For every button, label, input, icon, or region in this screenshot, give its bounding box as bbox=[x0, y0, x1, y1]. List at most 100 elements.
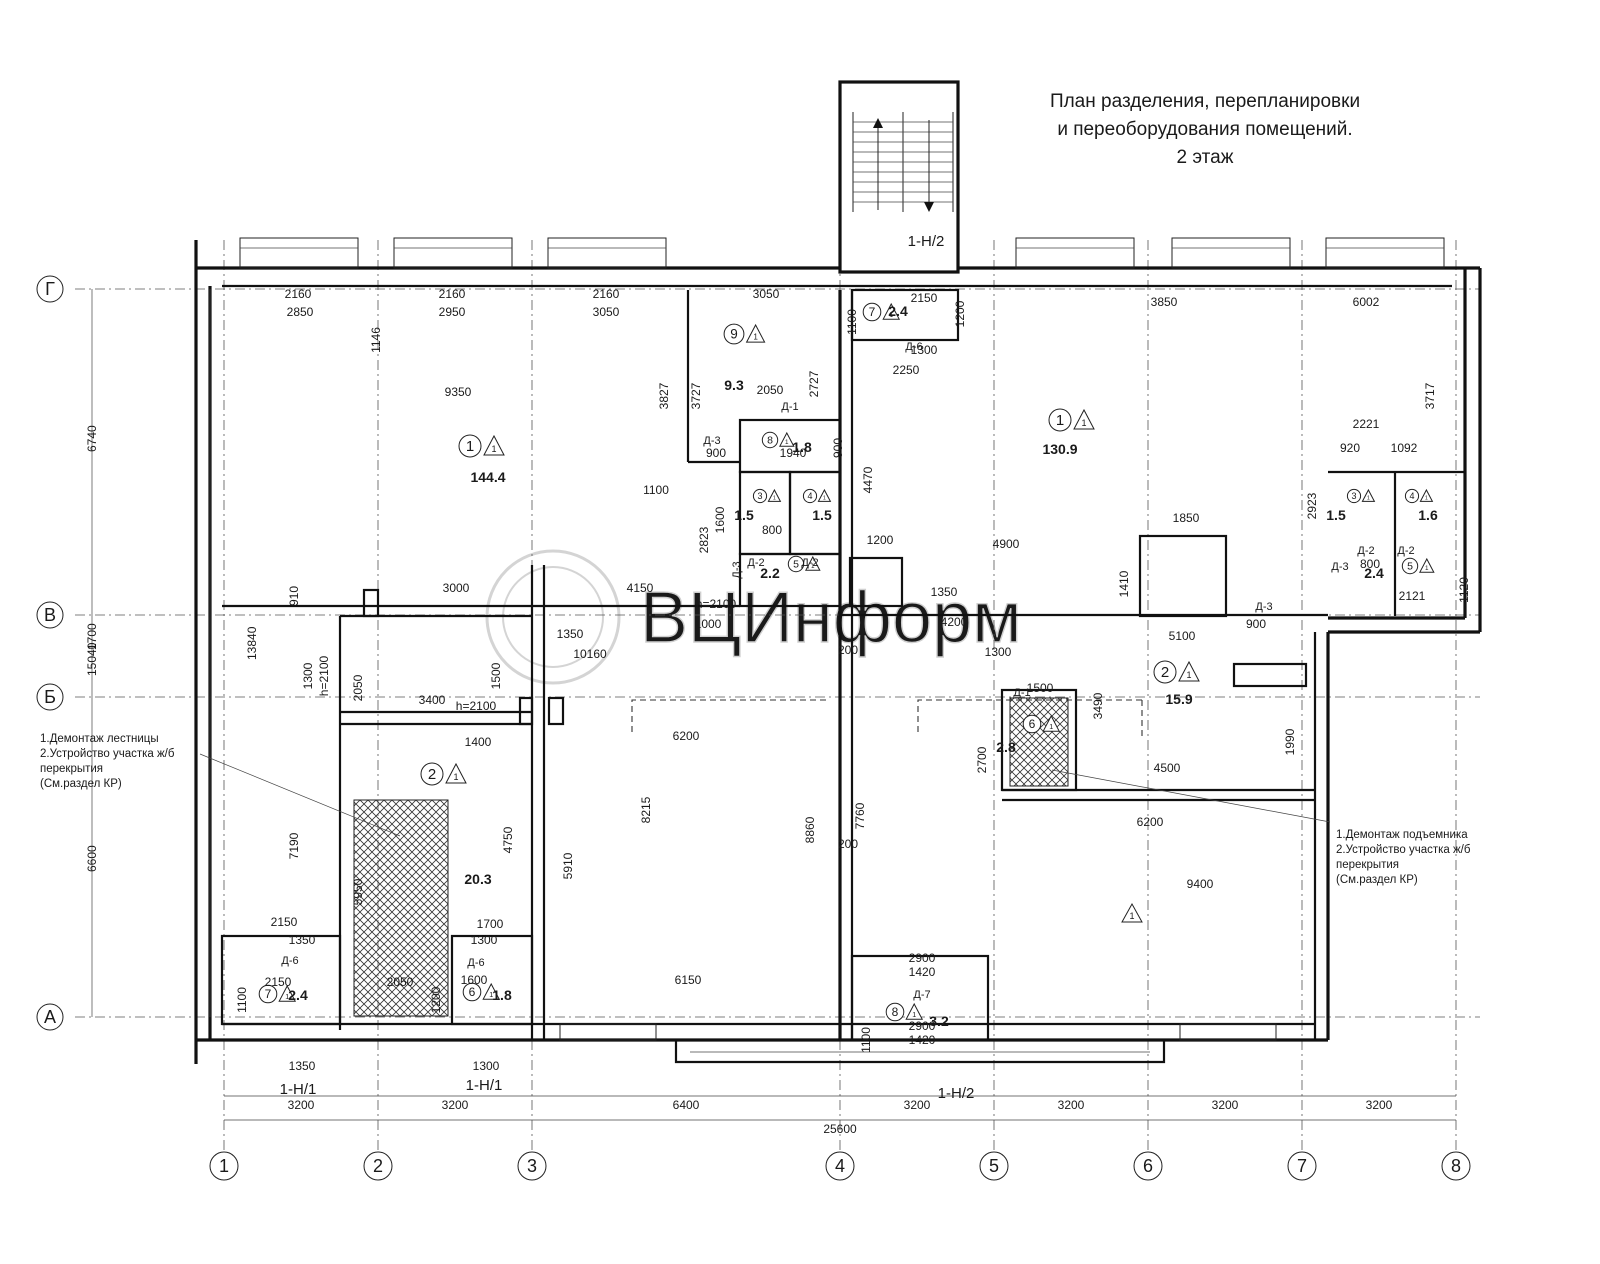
note-leaders bbox=[199, 753, 1331, 837]
room-number-circle bbox=[802, 488, 818, 504]
revision-mark: 1 bbox=[1186, 670, 1191, 680]
title-line-3: 2 этаж bbox=[1177, 147, 1234, 168]
dimension-label: 1350 bbox=[289, 933, 316, 947]
staircase bbox=[838, 80, 960, 274]
vertical-dim-label: 6600 bbox=[85, 845, 99, 872]
axis-column-bubble bbox=[517, 1151, 547, 1181]
revision-mark: 1 bbox=[912, 1010, 916, 1019]
dimension-label: 3050 bbox=[593, 305, 620, 319]
dimension-label: 1600 bbox=[461, 973, 488, 987]
dimension-label: 3400 bbox=[419, 693, 446, 707]
dimension-label: 4900 bbox=[993, 537, 1020, 551]
revision-triangle bbox=[905, 1002, 924, 1020]
revision-mark: 1 bbox=[889, 310, 893, 319]
dimension-label: 3717 bbox=[1423, 382, 1437, 409]
interior-walls bbox=[220, 288, 1465, 1042]
dimension-label: 2950 bbox=[439, 305, 466, 319]
axis-row-bubble bbox=[36, 683, 64, 711]
room-number-circle bbox=[752, 488, 768, 504]
door-tag: Д-2 bbox=[1357, 545, 1374, 557]
axis-column-label: 8 bbox=[1451, 1156, 1461, 1176]
dashed-lines bbox=[631, 699, 1143, 738]
room-area: 1.5 bbox=[1326, 507, 1346, 523]
dimension-label: 3827 bbox=[657, 382, 671, 409]
dimension-label: 4200 bbox=[941, 615, 968, 629]
dimension-label: 200 bbox=[838, 643, 858, 657]
note-left-line: 1.Демонтаж лестницы bbox=[40, 733, 159, 745]
revision-triangle bbox=[1178, 660, 1200, 682]
note-left-line: 2.Устройство участка ж/б bbox=[40, 748, 175, 760]
dimension-label: 1200 bbox=[953, 300, 967, 327]
axis-row-label: В bbox=[44, 605, 56, 625]
room-number-circle bbox=[1404, 488, 1420, 504]
dimension-label: 6200 bbox=[673, 729, 700, 743]
note-right-line: (См.раздел КР) bbox=[1336, 874, 1418, 886]
dimension-label: 9350 bbox=[445, 385, 472, 399]
bottom-span-label: 3200 bbox=[1366, 1098, 1393, 1112]
revision-mark: 1 bbox=[1425, 496, 1428, 502]
revision-mark: 1 bbox=[453, 772, 458, 782]
axis-column-bubble bbox=[1441, 1151, 1471, 1181]
vertical-dim-label: 15040 bbox=[85, 642, 99, 676]
exit-label: 1-Н/2 bbox=[908, 233, 945, 250]
dimension-label: 1200 bbox=[429, 986, 443, 1013]
bottom-span-label: 3200 bbox=[1058, 1098, 1085, 1112]
dimension-label: 800 bbox=[762, 523, 782, 537]
dimension-label: 2923 bbox=[1305, 492, 1319, 519]
dimension-label: 1120 bbox=[1457, 577, 1471, 603]
note-right-line: 1.Демонтаж подъемника bbox=[1336, 829, 1468, 841]
revision-triangle bbox=[482, 982, 501, 1000]
dimension-label: 2900 bbox=[909, 1019, 936, 1033]
room-area: 1.6 bbox=[1418, 507, 1438, 523]
dimension-label: 6150 bbox=[675, 973, 702, 987]
dimension-label: 1300 bbox=[911, 343, 938, 357]
vertical-dim-label: 1700 bbox=[85, 623, 99, 650]
door-tag: Д-3 bbox=[1255, 601, 1272, 613]
room-number-circle bbox=[1022, 714, 1042, 734]
room-number-circle bbox=[420, 762, 444, 786]
dimension-label: 1300 bbox=[985, 645, 1012, 659]
bottom-span-label: 3200 bbox=[288, 1098, 315, 1112]
revision-mark: 1 bbox=[1367, 496, 1370, 502]
dimension-label: 3000 bbox=[443, 581, 470, 595]
room-number-circle bbox=[723, 323, 745, 345]
room-area: 1.8 bbox=[792, 439, 812, 455]
dimension-label: 1350 bbox=[289, 1059, 316, 1073]
exit-label: 1-Н/2 bbox=[938, 1085, 975, 1102]
room-number: 4 bbox=[807, 491, 812, 501]
dimension-label: 1100 bbox=[845, 309, 859, 335]
axis-row-bubble bbox=[36, 275, 64, 303]
revision-mark: 1 bbox=[823, 496, 826, 502]
dimension-label: 3490 bbox=[1091, 692, 1105, 719]
dimension-label: 4750 bbox=[501, 826, 515, 853]
room-number: 2 bbox=[428, 766, 436, 783]
dimension-label: 800 bbox=[1360, 557, 1380, 571]
axis-row-label: А bbox=[44, 1007, 56, 1027]
revision-mark: 1 bbox=[1081, 418, 1086, 428]
revision-marker-standalone: 1 bbox=[1121, 902, 1143, 923]
title-line-1: План разделения, перепланировки bbox=[1050, 91, 1360, 112]
dimension-label: 2050 bbox=[757, 383, 784, 397]
revision-mark: 1 bbox=[753, 332, 758, 341]
dimension-label: 1420 bbox=[909, 1033, 936, 1047]
dimension-label: 8215 bbox=[639, 796, 653, 823]
room-number: 7 bbox=[265, 987, 272, 1001]
room-number: 8 bbox=[767, 435, 773, 447]
dimension-label: h=2100 bbox=[456, 699, 497, 713]
axis-column-bubble bbox=[363, 1151, 393, 1181]
room-number: 1 bbox=[466, 438, 474, 455]
bottom-span-label: 3200 bbox=[442, 1098, 469, 1112]
dimension-label: 1300 bbox=[473, 1059, 500, 1073]
revision-triangle bbox=[445, 762, 467, 784]
dimension-label: 1940 bbox=[780, 446, 807, 460]
room-area: 2.8 bbox=[996, 739, 1016, 755]
dimension-label: 9400 bbox=[1187, 877, 1214, 891]
axis-column-bubble bbox=[1133, 1151, 1163, 1181]
dimension-lines bbox=[91, 289, 1456, 1121]
